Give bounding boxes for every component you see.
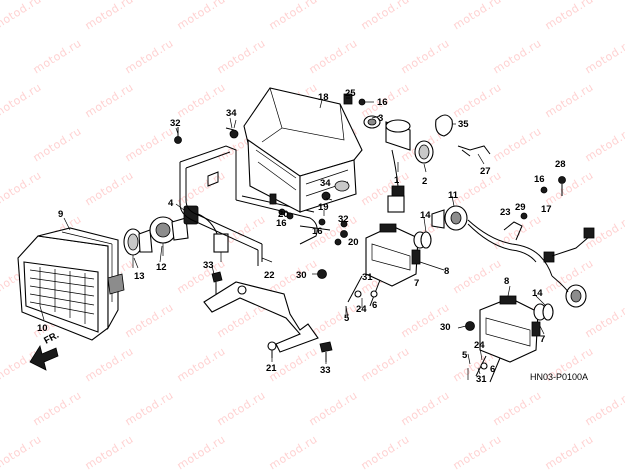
callout-31-center: 31 <box>362 272 373 283</box>
callout-11: 11 <box>448 190 459 201</box>
callout-29: 29 <box>515 202 526 213</box>
callout-33-bottom: 33 <box>320 365 331 376</box>
small-hardware <box>278 208 348 246</box>
callout-23: 23 <box>500 207 511 218</box>
callout-10: 10 <box>37 323 48 334</box>
callout-24-center: 24 <box>356 304 367 315</box>
callout-16-mid: 16 <box>312 226 323 237</box>
turn-signal-left <box>345 223 427 314</box>
callout-25: 25 <box>345 88 356 99</box>
callout-13: 13 <box>134 271 145 282</box>
callout-27: 27 <box>480 166 491 177</box>
bolt-33-left <box>211 271 223 294</box>
callout-16-right: 16 <box>534 174 545 185</box>
callout-8-center: 8 <box>444 266 449 277</box>
bolt-32-top <box>174 127 182 144</box>
callout-16-top: 16 <box>377 97 388 108</box>
cap-15 <box>435 114 453 137</box>
callout-34-top: 34 <box>226 108 237 119</box>
headlight-unit <box>17 227 125 341</box>
nut-30-center <box>317 269 327 279</box>
headlight-bulb <box>123 228 153 268</box>
callout-3: 3 <box>378 113 383 124</box>
callout-6-right: 6 <box>490 364 495 375</box>
callout-6-center: 6 <box>372 300 377 311</box>
callout-7-right: 7 <box>540 334 545 345</box>
callout-12: 12 <box>156 262 167 273</box>
callout-16-left: 16 <box>276 218 287 229</box>
bolt-33-bottom <box>319 341 333 362</box>
bolt-34-mid <box>321 191 331 201</box>
headlight-stay-frame <box>179 145 318 266</box>
callout-18: 18 <box>318 92 329 103</box>
bulb-socket <box>149 216 189 256</box>
diagram-code: HN03-P0100A <box>530 372 588 382</box>
callout-20-left: 20 <box>278 209 289 220</box>
callout-5-center: 5 <box>344 313 350 324</box>
nut-30-right <box>465 321 475 331</box>
callout-31-right: 31 <box>476 374 487 385</box>
callout-8-right: 8 <box>504 276 509 287</box>
callout-33-left: 33 <box>203 260 214 271</box>
headlight-case-cowl <box>225 87 363 213</box>
callout-7-center: 7 <box>414 278 419 289</box>
callout-2: 2 <box>422 176 427 187</box>
bracket-21 <box>203 281 319 358</box>
switch-2 <box>414 140 434 164</box>
front-direction-arrow <box>29 344 59 371</box>
callout-14-right: 14 <box>532 288 543 299</box>
right-hardware <box>503 176 566 241</box>
callout-34-mid: 34 <box>320 178 331 189</box>
callout-35: 35 <box>458 119 469 130</box>
callout-28: 28 <box>555 159 566 170</box>
callout-5-right: 5 <box>462 350 468 361</box>
callout-32-mid: 32 <box>338 214 349 225</box>
leader-lines <box>39 97 547 375</box>
callout-labels: 9 10 13 12 4 32 34 18 25 16 3 1 2 35 27 … <box>37 88 588 385</box>
callout-30-center: 30 <box>296 270 307 281</box>
connector-4 <box>183 205 229 262</box>
clamp-27 <box>457 145 491 157</box>
callout-17: 17 <box>541 204 552 215</box>
callout-1: 1 <box>394 175 400 186</box>
callout-19: 19 <box>318 202 329 213</box>
callout-22: 22 <box>264 270 275 281</box>
socket-11-harness <box>431 205 595 277</box>
callout-14-center: 14 <box>420 210 431 221</box>
bulb-14-center <box>420 231 432 249</box>
callout-4: 4 <box>168 198 174 209</box>
callout-24-right: 24 <box>474 340 485 351</box>
turn-signal-right <box>467 295 547 383</box>
callout-21: 21 <box>266 363 277 374</box>
callout-32-top: 32 <box>170 118 181 129</box>
callout-30-right: 30 <box>440 322 451 333</box>
callout-20-mid: 20 <box>348 237 359 248</box>
switch-1 <box>385 119 411 213</box>
socket-right <box>542 275 587 321</box>
callout-9: 9 <box>58 209 63 220</box>
